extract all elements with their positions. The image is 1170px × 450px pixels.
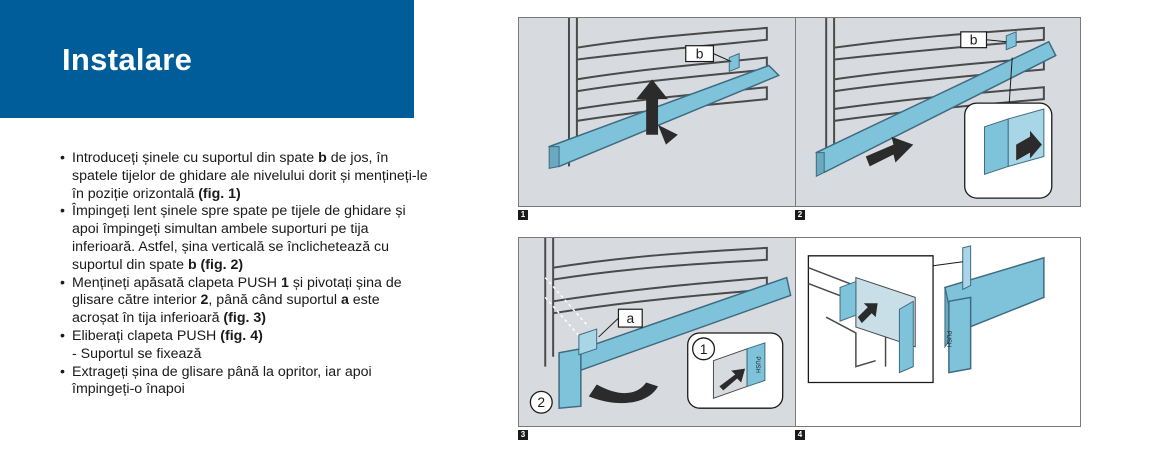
instruction-item: Împingeți lent șinele spre spate pe tije… (60, 203, 430, 274)
figure-2-callout-b: b (970, 32, 978, 48)
instruction-emphasis: 1 (281, 274, 289, 291)
instruction-emphasis: (fig. 4) (220, 327, 263, 344)
figure-1-number: 1 (518, 210, 528, 220)
instruction-emphasis: (fig. 3) (223, 310, 266, 327)
instruction-text: și pivotați șina de glisare către interi… (72, 274, 402, 309)
figure-4-number: 4 (795, 430, 805, 440)
title-band: Instalare (0, 0, 414, 118)
figure-4-push-label: PUSH (945, 331, 951, 347)
figure-2: b (795, 17, 1081, 207)
instruction-list: Introduceți șinele cu suportul din spate… (60, 150, 430, 399)
instruction-item: Eliberați clapeta PUSH (fig. 4) (60, 328, 430, 346)
figure-3: a 2 PUSH 1 (518, 237, 804, 427)
instruction-emphasis: 2 (200, 292, 209, 309)
instruction-text: - Suportul se fixează (72, 345, 202, 362)
instruction-item: Extrageți șina de glisare până la oprito… (60, 364, 430, 400)
instruction-item: Introduceți șinele cu suportul din spate… (60, 150, 430, 203)
instruction-emphasis: b (318, 150, 327, 166)
instruction-text: Mențineți apăsată clapeta PUSH (72, 274, 281, 291)
figure-4: PUSH (795, 237, 1081, 427)
figure-3-marker-1: 1 (700, 341, 708, 357)
instruction-text: de jos, în spatele tijelor de ghidare al… (72, 150, 428, 202)
instruction-text: Introduceți șinele cu suportul din spate (72, 150, 319, 166)
instruction-emphasis: b (fig. 2) (187, 256, 244, 273)
figure-3-callout-a: a (626, 310, 634, 326)
instruction-text: Extrageți șina de glisare până la oprito… (72, 363, 372, 398)
figure-1-callout-b: b (696, 46, 704, 62)
instruction-sub-item: - Suportul se fixează (60, 346, 430, 364)
instruction-text: Eliberați clapeta PUSH (72, 327, 221, 344)
figure-1: b (518, 17, 804, 207)
figure-3-illustration: a 2 PUSH 1 (529, 238, 792, 414)
figure-2-illustration: b (815, 18, 1057, 199)
figure-4-illustration: PUSH (796, 238, 1080, 426)
instruction-text: este acroșat în tija inferioară (72, 292, 380, 327)
instruction-emphasis: a (340, 292, 349, 309)
figure-3-marker-2: 2 (537, 394, 545, 410)
figure-3-push-label: PUSH (754, 356, 760, 372)
figure-3-number: 3 (518, 430, 528, 440)
instruction-item: Mențineți apăsată clapeta PUSH 1 și pivo… (60, 275, 430, 328)
figure-1-illustration: b (548, 18, 781, 170)
page-title: Instalare (62, 42, 193, 77)
instruction-text: Împingeți lent șinele spre spate pe tije… (72, 203, 406, 273)
figure-2-number: 2 (795, 210, 805, 220)
instruction-emphasis: (fig. 1) (198, 185, 241, 202)
instruction-text: , până când suportul (208, 292, 341, 309)
